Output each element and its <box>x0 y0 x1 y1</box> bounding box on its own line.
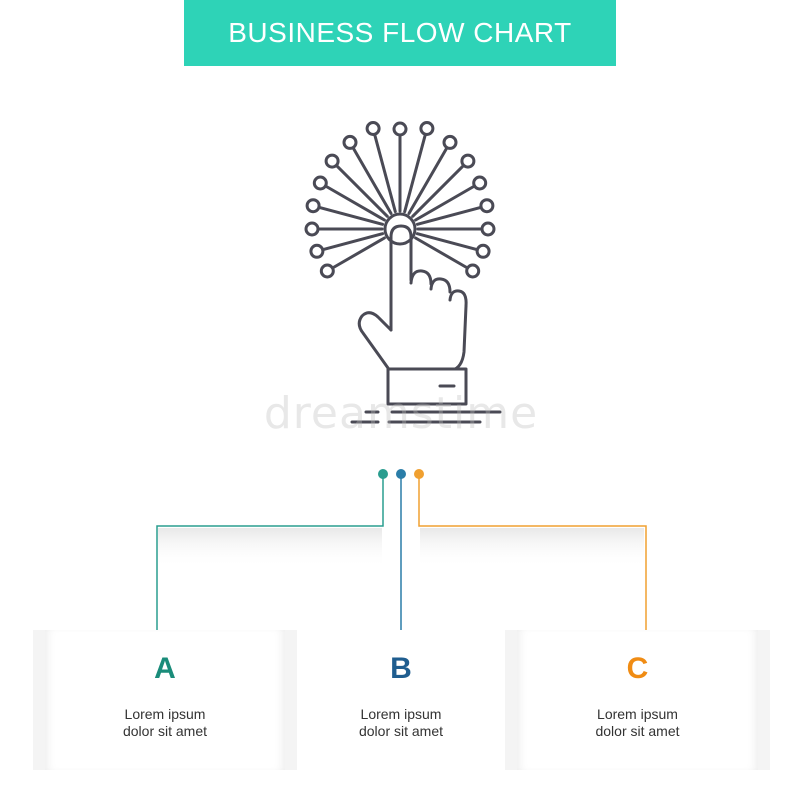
connector-a <box>156 478 384 636</box>
network-ray <box>324 184 386 222</box>
network-ray <box>373 132 397 214</box>
network-node <box>419 121 435 136</box>
network-node <box>305 198 321 214</box>
network-node <box>475 243 491 259</box>
network-ray <box>317 205 385 226</box>
option-letter: C <box>626 652 649 685</box>
network-ray <box>407 146 449 215</box>
option-description: Lorem ipsum dolor sit amet <box>298 706 504 740</box>
network-ray <box>415 232 479 252</box>
network-node <box>479 198 495 214</box>
option-card-b[interactable]: B Lorem ipsum dolor sit amet <box>298 630 504 770</box>
option-description: Lorem ipsum dolor sit amet <box>45 706 285 740</box>
network-ray <box>415 205 483 226</box>
network-node <box>392 121 408 137</box>
network-node <box>309 243 325 259</box>
option-line-2: dolor sit amet <box>122 723 208 739</box>
network-ray <box>331 236 386 270</box>
option-line-1: Lorem ipsum <box>597 706 678 722</box>
network-ray <box>403 132 427 214</box>
network-node <box>342 134 358 150</box>
network-node <box>304 221 320 237</box>
option-letter: B <box>390 652 412 685</box>
option-line-1: Lorem ipsum <box>360 706 442 722</box>
network-node <box>442 134 458 150</box>
network-node <box>312 175 328 191</box>
network-ray <box>411 163 466 218</box>
title-banner: BUSINESS FLOW CHART <box>184 0 616 66</box>
option-line-2: dolor sit amet <box>595 723 680 739</box>
network-node <box>319 263 335 279</box>
network-ray <box>334 163 389 218</box>
connector-dot-a <box>378 469 388 479</box>
connector-dot-c <box>414 469 424 479</box>
connector-c <box>418 478 647 636</box>
network-ray <box>414 236 469 270</box>
option-card-a[interactable]: A Lorem ipsum dolor sit amet <box>45 630 285 770</box>
connector-dot-b <box>396 469 406 479</box>
option-letter: A <box>154 652 176 685</box>
network-node <box>460 153 476 169</box>
watermark: dreamstime <box>263 388 539 439</box>
network-node <box>465 263 481 279</box>
page-title: BUSINESS FLOW CHART <box>228 17 572 48</box>
network-ray <box>321 232 385 252</box>
network-ray <box>351 146 393 215</box>
option-line-1: Lorem ipsum <box>124 706 206 722</box>
network-node <box>472 175 488 191</box>
option-card-c[interactable]: C Lorem ipsum dolor sit amet <box>517 630 758 770</box>
option-line-2: dolor sit amet <box>358 723 444 739</box>
network-node <box>480 221 496 237</box>
network-ray <box>414 184 476 222</box>
network-node <box>365 121 381 136</box>
option-description: Lorem ipsum dolor sit amet <box>517 706 758 740</box>
network-node <box>324 153 340 169</box>
